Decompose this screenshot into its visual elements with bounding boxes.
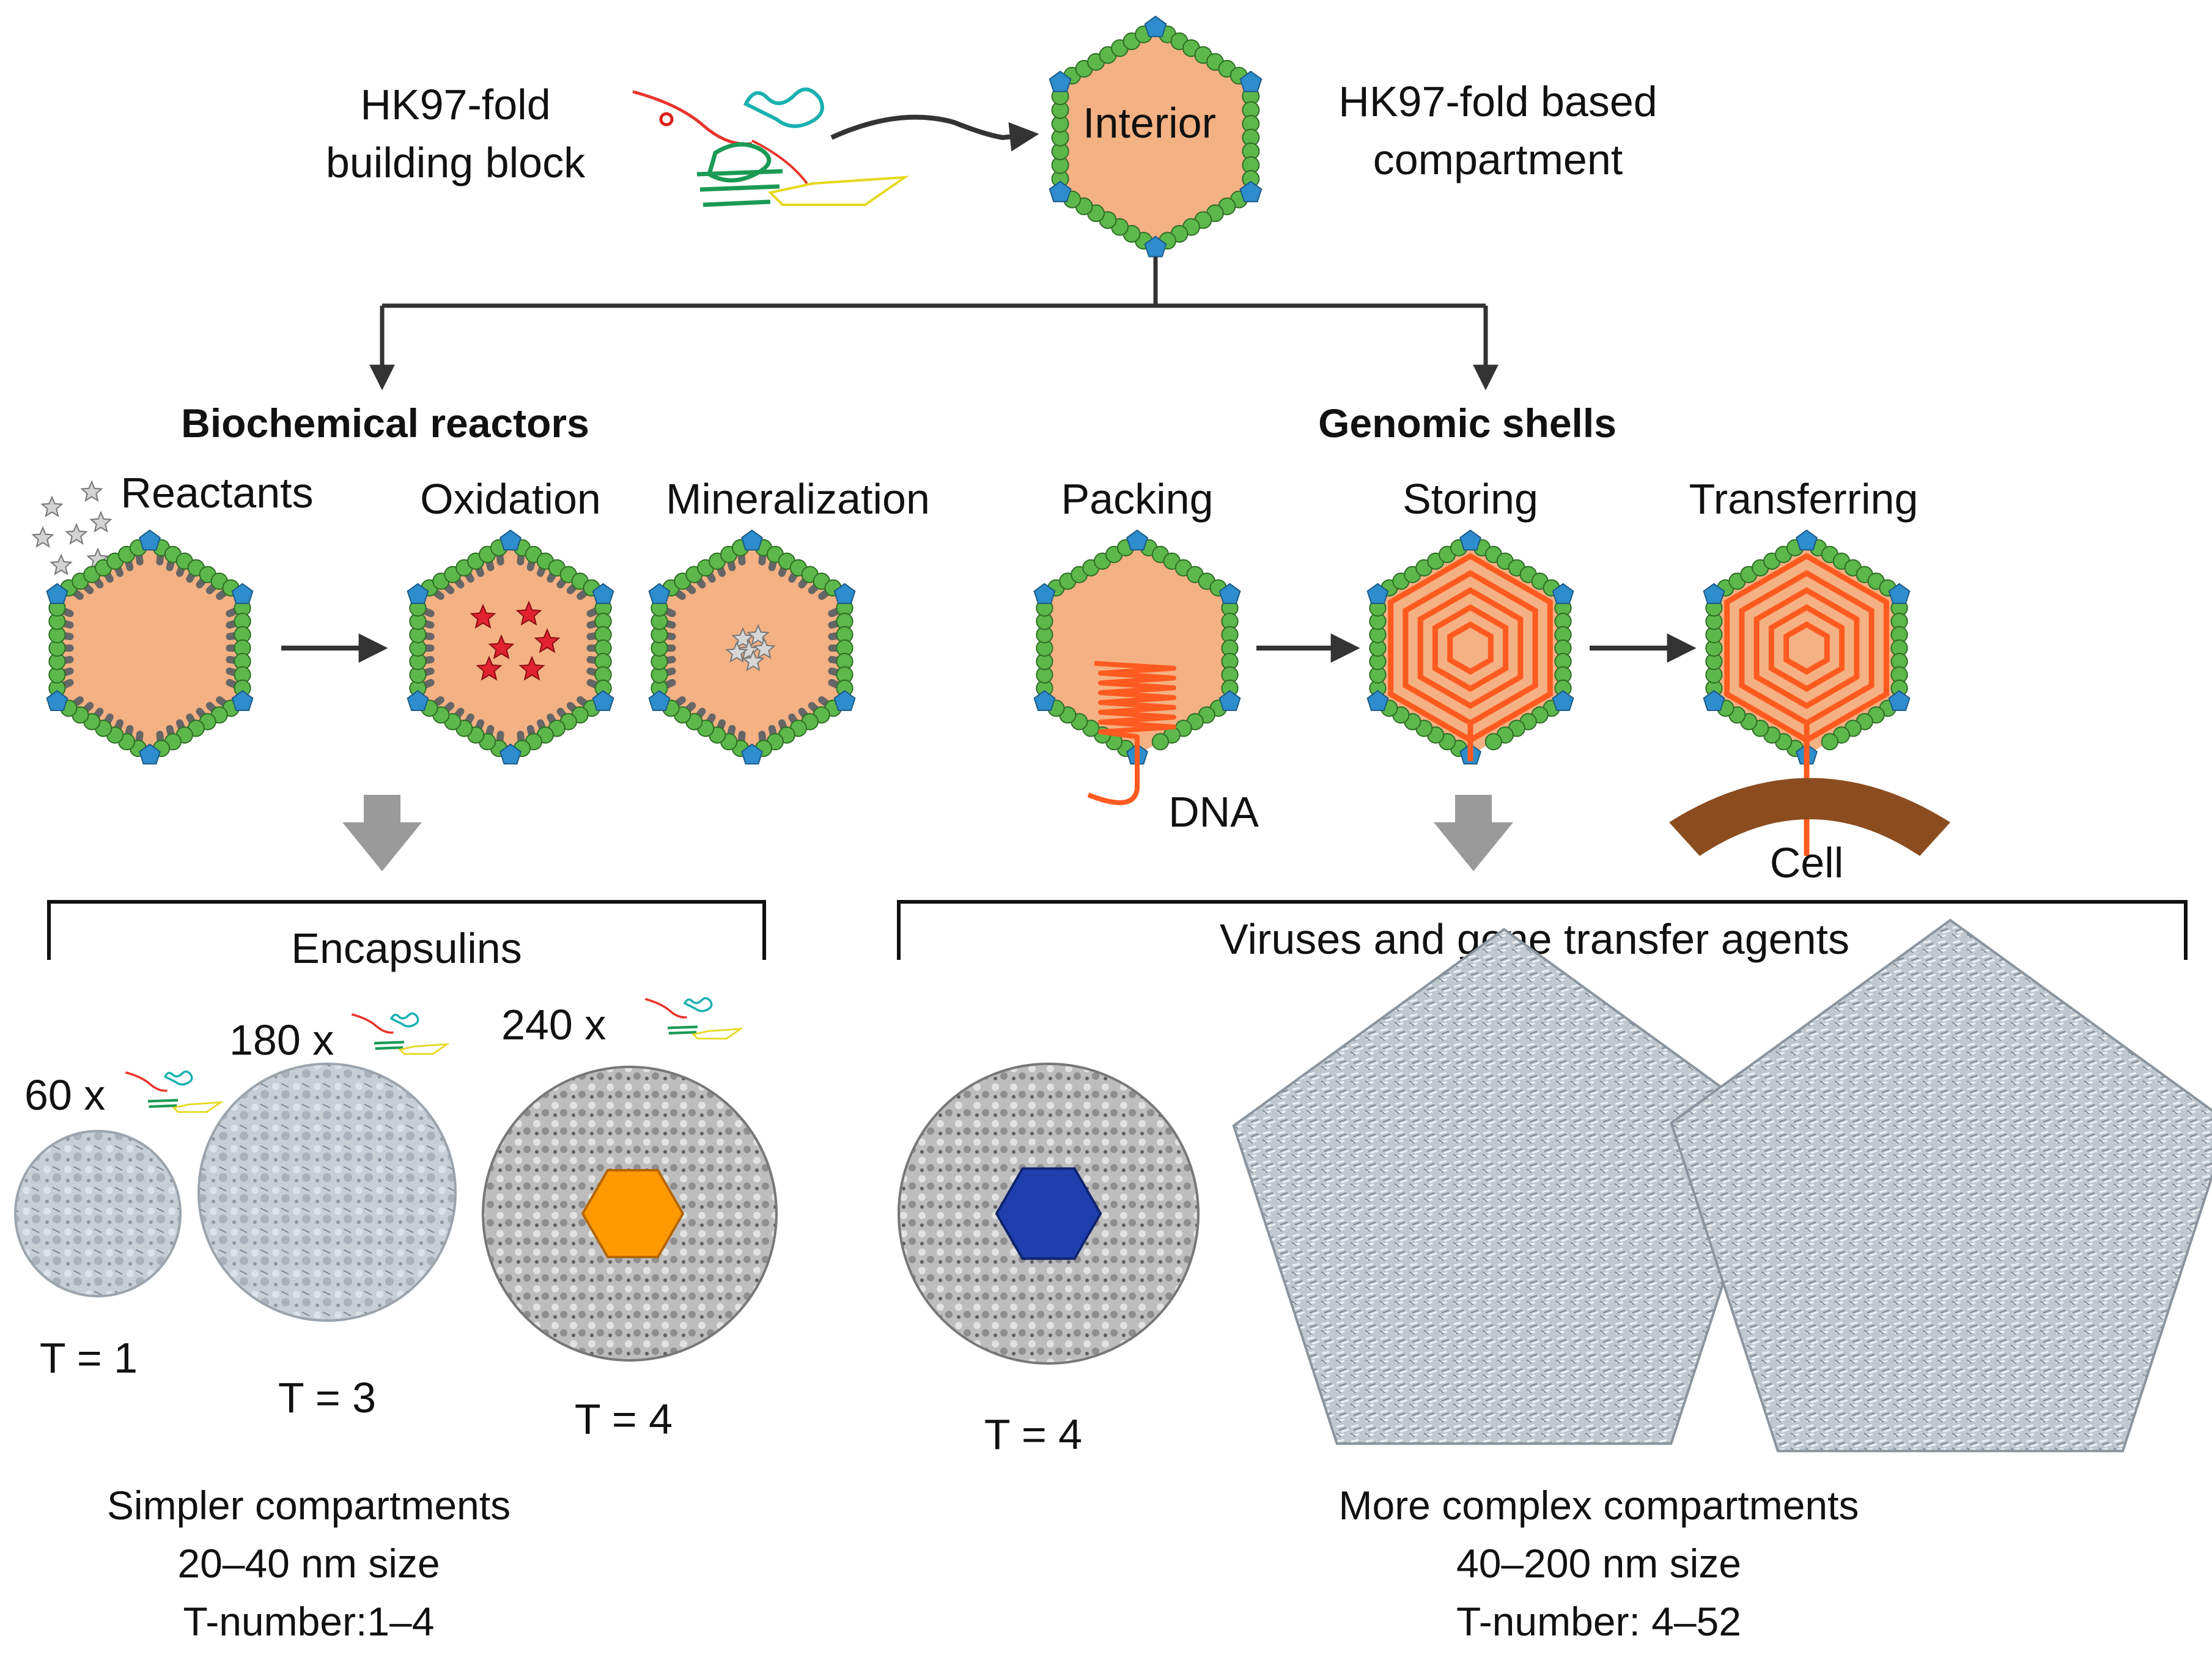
encapsulin-t3-capsid (197, 1063, 457, 1322)
mini-fold-icon-2 (351, 1012, 450, 1055)
shells-down-arrow (1434, 795, 1513, 871)
mineralization-label: Mineralization (666, 475, 930, 523)
packing-label: Packing (1061, 475, 1213, 523)
mini-fold-icon-3 (644, 997, 743, 1040)
complex-summary-line1: More complex compartments (1339, 1483, 1859, 1528)
dna-label: DNA (1168, 788, 1259, 836)
mini-fold-icon-1 (125, 1070, 224, 1113)
virus-t4-hexamer (995, 1167, 1102, 1260)
cell-label: Cell (1770, 839, 1844, 887)
genomic-shells-title: Genomic shells (1318, 400, 1617, 446)
interior-label: Interior (1083, 99, 1216, 147)
reactor-hexagon-oxidation (407, 529, 614, 765)
simple-summary-line1: Simpler compartments (107, 1483, 511, 1528)
reactor-hexagon-reactants (46, 529, 254, 765)
reactors-down-arrow (342, 795, 422, 871)
cell-membrane-icon (1669, 778, 1950, 856)
building-block-label-line1: HK97-fold (360, 81, 550, 128)
encapsulin-t4-count: 240 x (501, 1001, 606, 1049)
reactants-label: Reactants (120, 469, 313, 517)
encapsulin-t1-capsid (14, 1130, 182, 1297)
encapsulin-t4-hexamer (581, 1169, 685, 1258)
encapsulin-t1-count: 60 x (24, 1071, 105, 1119)
storing-label: Storing (1403, 475, 1538, 523)
encapsulin-t3-count: 180 x (229, 1016, 334, 1064)
simple-summary-line3: T-number:1–4 (183, 1599, 435, 1644)
encapsulin-t1-tnumber: T = 1 (40, 1334, 138, 1382)
compartment-label-line1: HK97-fold based (1338, 78, 1657, 125)
shell-hexagon-packing (1033, 529, 1241, 805)
to-compartment-arrow (830, 114, 1039, 152)
encapsulins-bracket (47, 900, 766, 960)
hk97-compartment-hexagon (1049, 15, 1263, 257)
viruses-bracket (897, 900, 2188, 960)
virus-large-capsid-2 (1670, 918, 2212, 1453)
building-block-label-line2: building block (326, 139, 586, 186)
simple-summary-line2: 20–40 nm size (177, 1541, 440, 1586)
encapsulin-t4-tnumber: T = 4 (575, 1395, 673, 1443)
oxidation-label: Oxidation (420, 475, 601, 523)
encapsulin-t3-tnumber: T = 3 (278, 1374, 376, 1421)
biochemical-reactors-title: Biochemical reactors (181, 400, 589, 446)
virus-t4-tnumber: T = 4 (984, 1410, 1082, 1458)
reactor-hexagon-mineralization (648, 529, 856, 765)
hk97-fold-protein-icon (632, 87, 910, 207)
reactant-stars-icon (31, 480, 112, 575)
shell-hexagon-transferring (1703, 529, 1911, 856)
shell-hexagon-storing (1366, 529, 1574, 765)
transferring-label: Transferring (1689, 475, 1919, 523)
branch-connector (369, 257, 1499, 391)
compartment-label-line2: compartment (1373, 136, 1623, 183)
complex-summary-line2: 40–200 nm size (1456, 1541, 1741, 1586)
complex-summary-line3: T-number: 4–52 (1456, 1599, 1741, 1644)
encapsulins-label: Encapsulins (291, 924, 522, 972)
